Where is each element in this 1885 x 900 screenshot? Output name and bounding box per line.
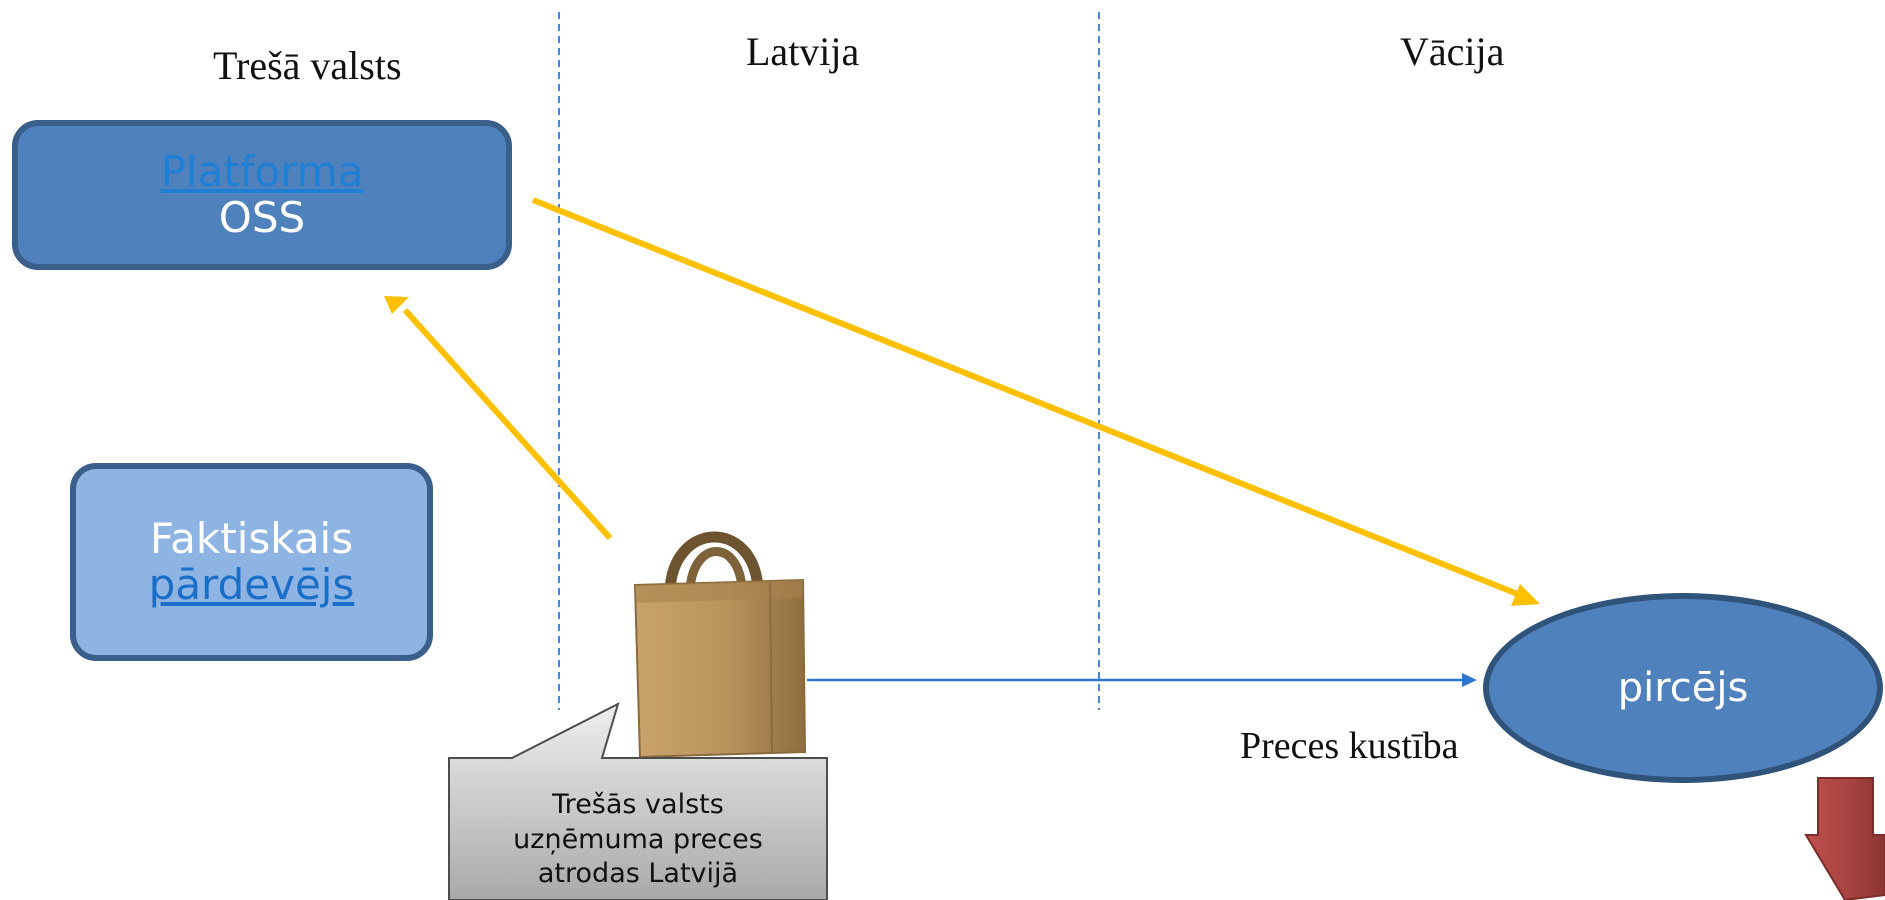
callout-bubble [448,702,828,900]
callout-line: atrodas Latvijā [537,858,739,890]
seller-box: Faktiskais pārdevējs [70,463,433,661]
platform-box: Platforma OSS [12,120,512,270]
goods-movement-label: Preces kustība [1240,725,1459,767]
callout-line: Trešās valsts [552,789,724,821]
arrow-platform-to-buyer [531,197,1540,606]
column-label-third-country: Trešā valsts [213,43,402,88]
callout-text: Trešās valsts uzņēmuma preces atrodas La… [449,780,827,900]
arrow-goods-to-platform [384,296,613,541]
buyer-ellipse: pircējs [1483,593,1883,783]
arrow-goods-movement [807,673,1477,687]
column-label-latvia: Latvija [746,29,860,74]
callout-line: uzņēmuma preces [513,823,763,855]
buyer-label: pircējs [1617,665,1749,711]
column-label-germany: Vācija [1400,29,1505,74]
down-arrow-icon [1804,777,1885,900]
seller-title: Faktiskais [149,513,354,563]
seller-link[interactable]: pārdevējs [148,560,355,609]
jute-bag-icon [633,531,807,759]
platform-link[interactable]: Platforma [160,146,364,196]
platform-subtitle: OSS [218,193,306,242]
